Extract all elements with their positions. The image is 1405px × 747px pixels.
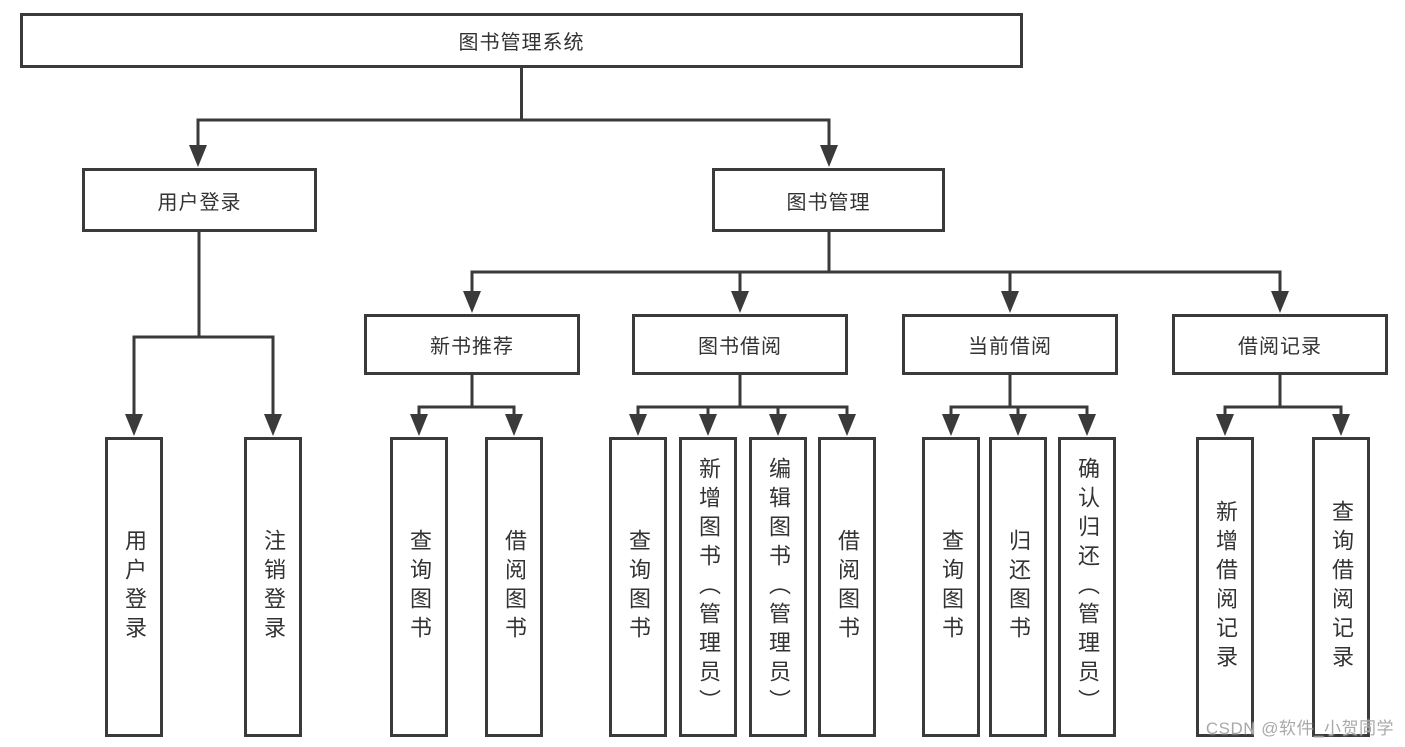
node-label: 借阅图书: [835, 529, 860, 645]
arrowhead-icon: [942, 414, 1096, 436]
leaf-query-books-borrow: 查询图书: [609, 437, 667, 737]
node-library-management-system: 图书管理系统: [20, 13, 1023, 68]
leaf-user-login: 用户登录: [105, 437, 163, 737]
node-label: 当前借阅: [968, 336, 1052, 358]
leaf-query-books-recommend: 查询图书: [390, 437, 448, 737]
node-label: 注销登录: [261, 529, 286, 645]
arrowhead-icon: [629, 414, 856, 436]
node-label: 借阅记录: [1238, 336, 1322, 358]
leaf-borrow-books-recommend: 借阅图书: [485, 437, 543, 737]
node-label: 查询图书: [939, 529, 964, 645]
node-label: 图书借阅: [698, 336, 782, 358]
node-label: 借阅图书: [502, 529, 527, 645]
connector-book-mgmt-to-level3: [470, 232, 1282, 293]
leaf-add-books-admin: 新增图书（管理员）: [679, 437, 737, 737]
leaf-borrow-books: 借阅图书: [818, 437, 876, 737]
leaf-confirm-return-admin: 确认归还（管理员）: [1058, 437, 1116, 737]
node-book-borrow: 图书借阅: [632, 314, 848, 375]
node-label: 编辑图书（管理员）: [766, 456, 791, 718]
node-label: 新增图书（管理员）: [696, 456, 721, 718]
node-label: 用户登录: [122, 529, 147, 645]
connector-user-login-to-leaves: [132, 232, 275, 416]
node-label: 查询借阅记录: [1329, 500, 1354, 674]
connector-currentborrow-to-leaves: [949, 375, 1089, 416]
leaf-query-borrow-record: 查询借阅记录: [1312, 437, 1370, 737]
arrowhead-icon: [463, 291, 1289, 313]
node-label: 新增借阅记录: [1213, 500, 1238, 674]
arrowhead-icon: [410, 414, 523, 436]
node-label: 查询图书: [626, 529, 651, 645]
node-label: 图书管理: [786, 191, 871, 214]
leaf-logout: 注销登录: [244, 437, 302, 737]
arrowhead-icon: [125, 414, 282, 436]
arrowhead-icon: [1216, 414, 1350, 436]
leaf-return-books: 归还图书: [989, 437, 1047, 737]
node-label: 归还图书: [1006, 529, 1031, 645]
node-new-book-recommend: 新书推荐: [364, 314, 580, 375]
node-label: 新书推荐: [430, 336, 514, 358]
node-current-borrow: 当前借阅: [902, 314, 1118, 375]
connector-bookborrow-to-leaves: [636, 375, 849, 416]
node-borrow-record: 借阅记录: [1172, 314, 1388, 375]
connector-root-to-level2: [196, 66, 831, 147]
leaf-query-books-current: 查询图书: [922, 437, 980, 737]
node-book-management: 图书管理: [712, 168, 945, 232]
arrowhead-icon: [189, 145, 838, 167]
watermark: CSDN @软件_小贺同学: [1205, 719, 1394, 738]
node-label: 查询图书: [407, 529, 432, 645]
connector-borrowrecord-to-leaves: [1223, 375, 1343, 416]
connector-newbook-to-leaves: [417, 375, 516, 416]
node-label: 图书管理系统: [458, 32, 585, 54]
node-user-login: 用户登录: [82, 168, 317, 232]
node-label: 用户登录: [157, 191, 242, 214]
leaf-edit-books-admin: 编辑图书（管理员）: [749, 437, 807, 737]
leaf-add-borrow-record: 新增借阅记录: [1196, 437, 1254, 737]
node-label: 确认归还（管理员）: [1075, 456, 1100, 718]
